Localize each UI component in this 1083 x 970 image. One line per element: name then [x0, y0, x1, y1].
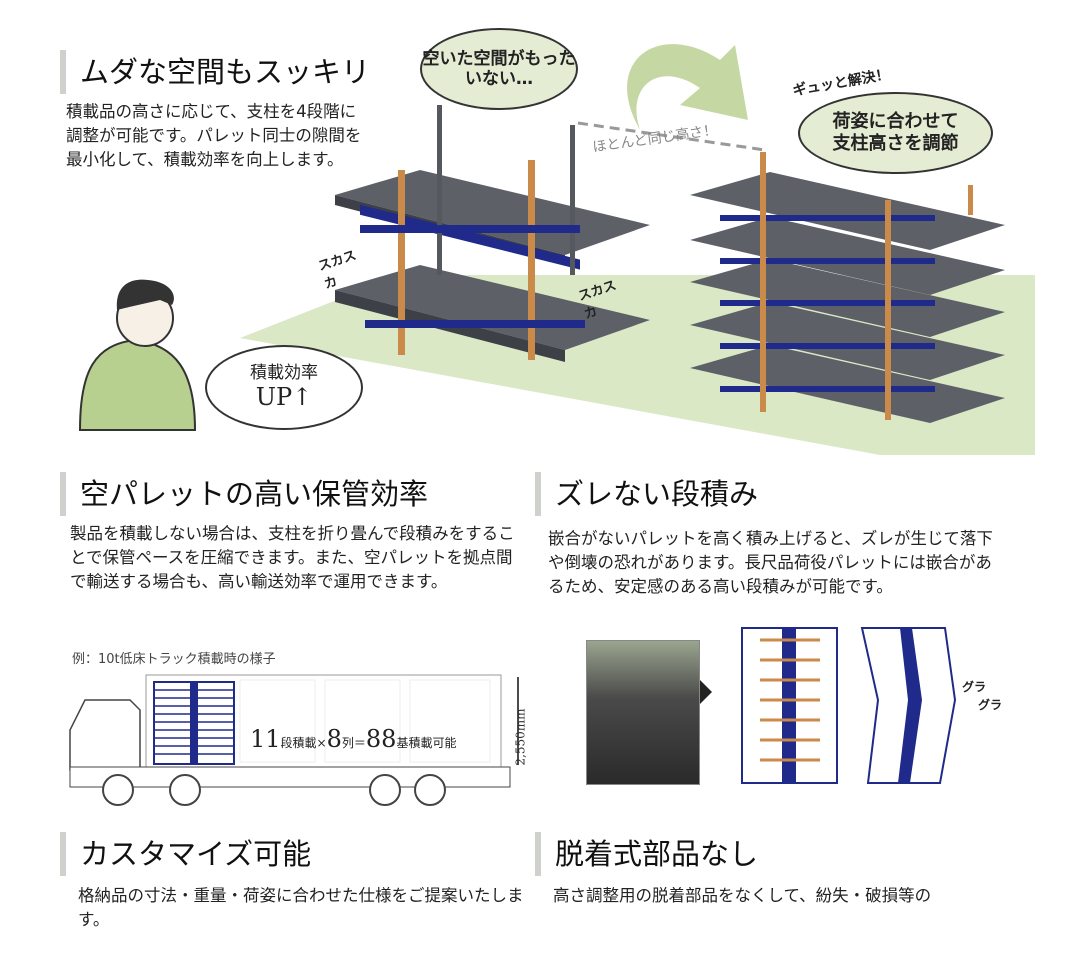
- up-label: UP↑: [255, 383, 313, 412]
- section-body-space: 積載品の高さに応じて、支柱を4段階に調整が可能です。パレット同士の隙間を最小化し…: [66, 102, 362, 169]
- section-body-no-parts: 高さ調整用の脱着部品をなくして、紛失・破損等の: [553, 886, 932, 905]
- section-title-no-parts: 脱着式部品なし: [535, 832, 758, 876]
- efficiency-label: 積載効率: [250, 362, 318, 383]
- bubble-adjust-height: 荷姿に合わせて支柱高さを調節: [798, 92, 993, 174]
- section-body-custom: 格納品の寸法・重量・荷姿に合わせた仕様をご提案いたします。: [78, 886, 524, 929]
- rack-left-two-tier: [335, 105, 650, 362]
- rows-count: 8: [326, 725, 342, 753]
- bubble-wasted-space: 空いた空間がもったいない…: [420, 28, 578, 110]
- section-title-custom: カスタマイズ可能: [60, 832, 311, 876]
- stable-stack: [741, 627, 838, 784]
- truck-caption: 例：10t低床トラック積載時の様子: [72, 652, 276, 667]
- tiers-count: 11: [250, 725, 281, 753]
- section-title-empty-storage: 空パレットの高い保管効率: [60, 472, 428, 516]
- stacking-comparison: [700, 627, 957, 784]
- bubble-efficiency-up: 積載効率 UP↑: [205, 345, 363, 430]
- section-body-no-shift: 嵌合がないパレットを高く積み上げると、ズレが生じて落下や倒壊の恐れがあります。長…: [548, 529, 993, 596]
- section-title-no-shift: ズレない段積み: [535, 472, 758, 516]
- section-title-space: ムダな空間もスッキリ: [60, 50, 370, 94]
- truck-capacity-label: 11段積載×8列＝88基積載可能: [250, 725, 456, 753]
- total-unit: 基積載可能: [396, 736, 457, 750]
- person-illustration: [78, 279, 197, 431]
- green-arrow-icon: [627, 44, 748, 130]
- total-count: 88: [365, 725, 397, 753]
- tiers-unit: 段積載×: [280, 736, 327, 750]
- gura-label-2: グラ: [978, 698, 1003, 712]
- section-body-empty-storage: 製品を積載しない場合は、支柱を折り畳んで段積みをすることで保管ペースを圧縮できま…: [70, 524, 515, 591]
- gura-label-1: グラ: [962, 680, 987, 694]
- rows-unit: 列＝: [341, 736, 366, 750]
- truck-height-label: 2,550mm: [513, 708, 528, 766]
- unstable-stack: [860, 627, 957, 784]
- rack-illustration: [78, 44, 1035, 455]
- fitting-photo: [586, 640, 700, 785]
- truck-illustration: [69, 674, 519, 806]
- rack-right-five-tier: [690, 152, 1005, 423]
